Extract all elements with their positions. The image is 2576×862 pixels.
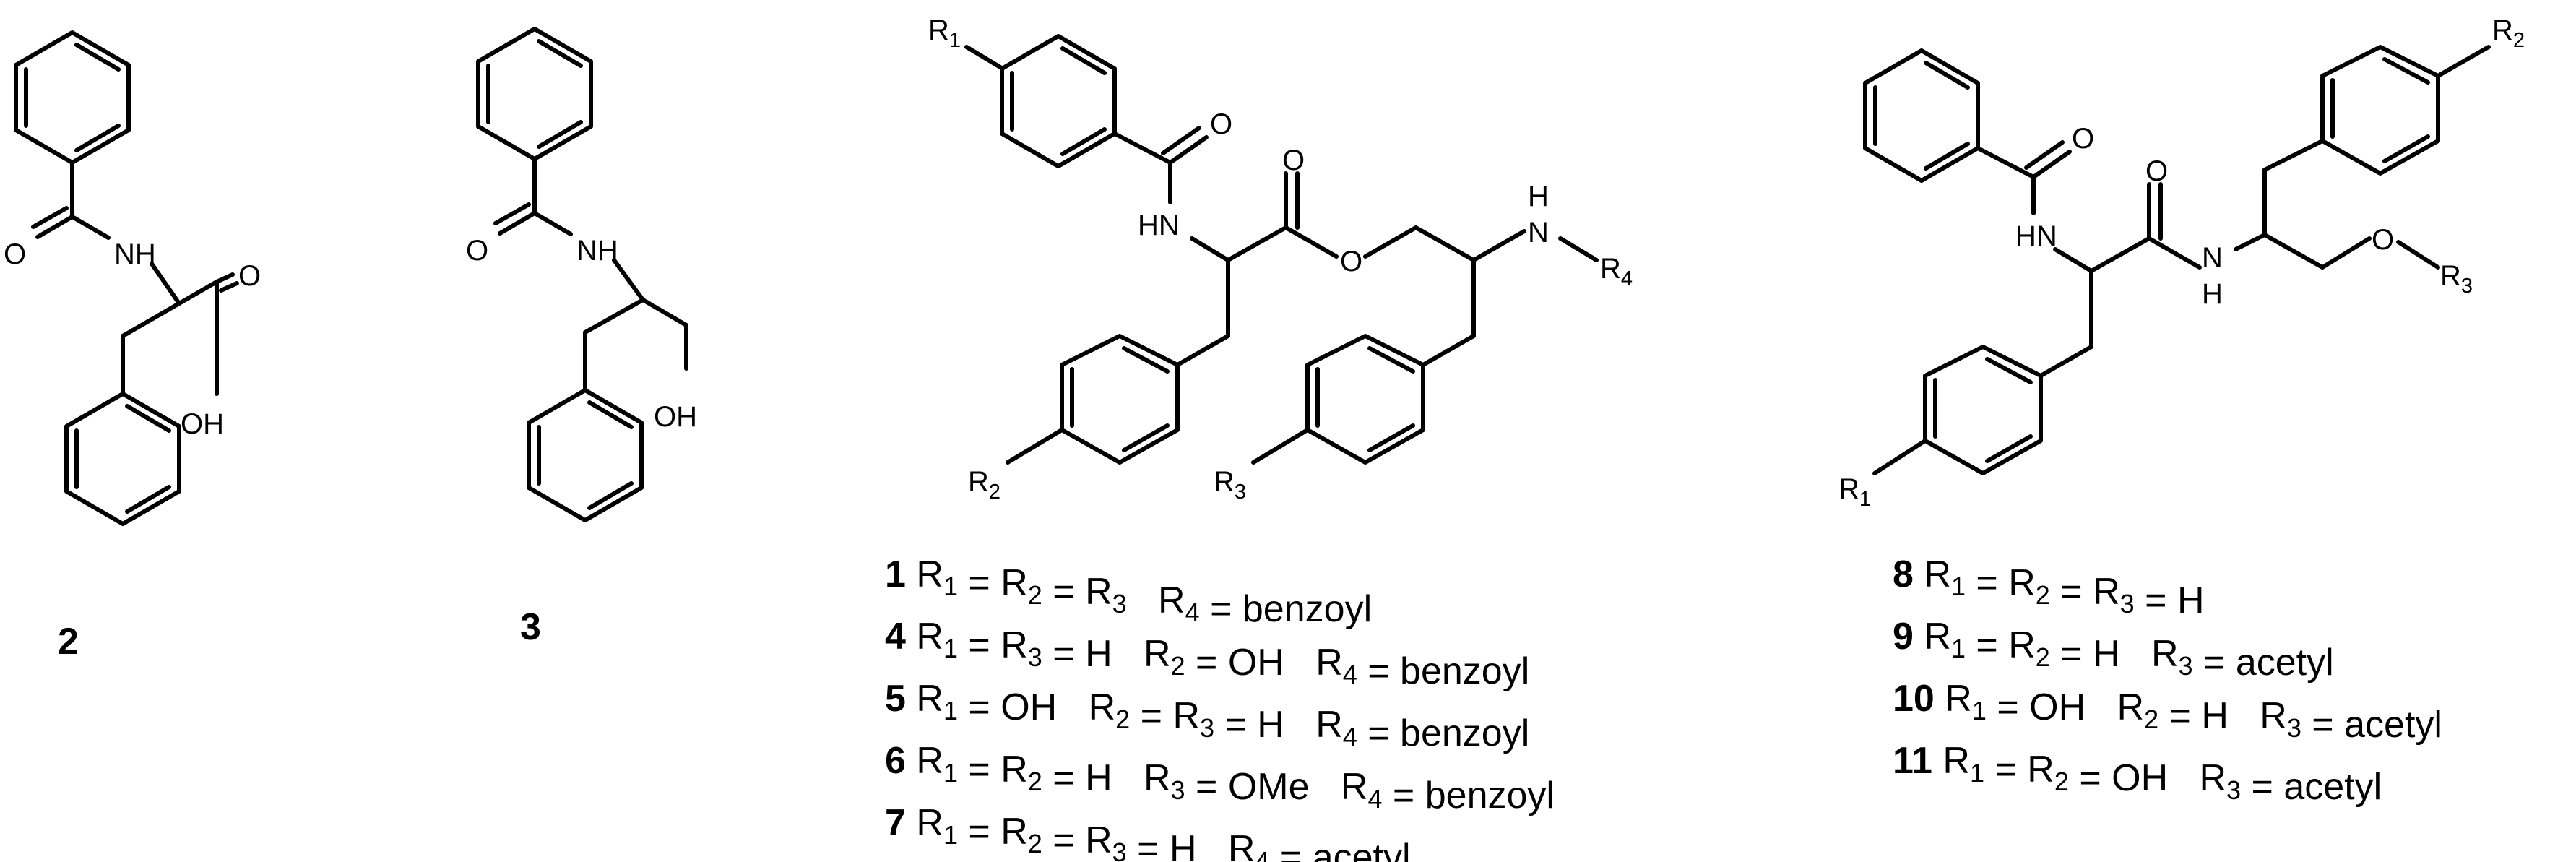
legend-center-row: 4 R1 = R3 = H R2 = OH R4 = benzoyl xyxy=(885,616,1529,692)
legend-center-row: 6 R1 = R2 = H R3 = OMe R4 = benzoyl xyxy=(885,740,1555,816)
legend-right: 8 R1 = R2 = R3 = H9 R1 = R2 = H R3 = ace… xyxy=(1893,553,2442,808)
amide-hn-label: HN xyxy=(1138,210,1180,241)
ester-oxygen-label: O xyxy=(1340,246,1362,277)
r1-label: R1 xyxy=(1838,473,1871,511)
hydroxyl-label: OH xyxy=(181,408,224,440)
legend-right-row: 10 R1 = OH R2 = H R3 = acetyl xyxy=(1893,678,2442,746)
amide-hn-label: HN xyxy=(2015,220,2057,252)
compound-2-structure: O NH O OH 2 xyxy=(4,30,261,663)
second-amide-n-label: N xyxy=(2202,242,2223,274)
r4-label: R4 xyxy=(1600,253,1633,290)
carbonyl-oxygen-label: O xyxy=(466,235,488,267)
legend-right-row: 9 R1 = R2 = H R3 = acetyl xyxy=(1893,616,2334,684)
ether-oxygen-label: O xyxy=(2372,224,2394,256)
compound-2-number: 2 xyxy=(58,621,79,663)
carbonyl-oxygen-label: O xyxy=(4,238,26,270)
legend-right-row: 11 R1 = R2 = OH R3 = acetyl xyxy=(1893,740,2382,808)
r1-label: R1 xyxy=(928,14,961,52)
ester-carbonyl-oxygen-label: O xyxy=(1282,145,1305,176)
legend-center-row: 7 R1 = R2 = R3 = H R4 = acetyl xyxy=(885,802,1411,862)
acid-carbonyl-oxygen-label: O xyxy=(238,260,261,292)
hydroxyl-label: OH xyxy=(654,401,697,433)
compound-3-number: 3 xyxy=(520,606,541,648)
legend-center-row: 1 R1 = R2 = R3 R4 = benzoyl xyxy=(885,553,1372,630)
amide-nh-label: NH xyxy=(114,238,156,270)
legend-center-row: 5 R1 = OH R2 = R3 = H R4 = benzoyl xyxy=(885,678,1529,754)
amine-n-label: N xyxy=(1528,217,1549,249)
r2-label: R2 xyxy=(2492,14,2525,52)
r3-label: R3 xyxy=(1214,466,1246,504)
legend-right-row: 8 R1 = R2 = R3 = H xyxy=(1893,553,2205,621)
amide-nh-label: NH xyxy=(576,235,618,267)
r3-label: R3 xyxy=(2440,260,2473,298)
compound-3-structure: O NH OH 3 xyxy=(466,27,697,648)
carbonyl-oxygen-label: O xyxy=(2072,123,2094,155)
amine-h-label: H xyxy=(1528,181,1549,212)
ester-scaffold-structure: R1 O HN O O H N R4 R2 R3 xyxy=(928,14,1633,504)
second-amide-h-label: H xyxy=(2202,278,2223,310)
second-carbonyl-oxygen-label: O xyxy=(2145,155,2168,187)
r2-label: R2 xyxy=(968,466,1000,504)
carbonyl-oxygen-label: O xyxy=(1210,108,1232,140)
amide-scaffold-structure: O HN O N H O R3 R2 R1 xyxy=(1838,14,2525,511)
